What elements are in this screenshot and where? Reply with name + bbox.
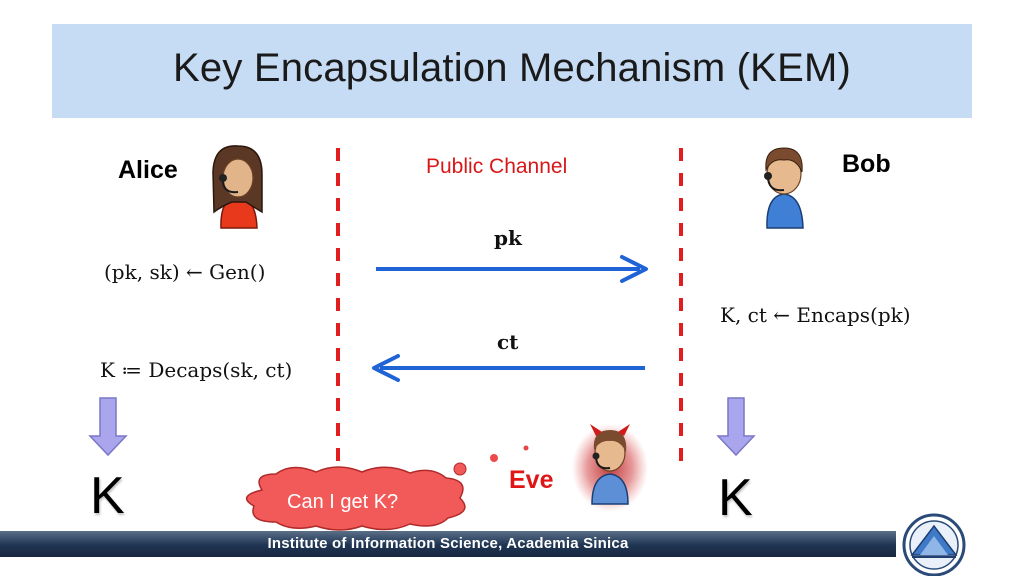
alice-avatar	[212, 145, 263, 229]
pk-arrow	[376, 255, 648, 283]
alice-decaps-formula: K ≔ Decaps(sk, ct)	[100, 358, 293, 382]
alice-key: K	[90, 467, 125, 525]
eve-avatar	[590, 424, 630, 505]
thought-dot-medium	[490, 454, 498, 462]
thought-dot-small	[523, 445, 529, 451]
page-title: Key Encapsulation Mechanism (KEM)	[173, 46, 851, 90]
ct-label: ct	[497, 330, 519, 354]
speech-cloud	[245, 466, 466, 531]
alice-gen-formula: (pk, sk) ← Gen()	[104, 260, 266, 284]
eve-question: Can I get K?	[287, 491, 399, 513]
title-band	[52, 24, 972, 118]
alice-down-arrow	[88, 397, 128, 457]
alice-label: Alice	[118, 156, 178, 184]
bob-label: Bob	[842, 150, 891, 178]
public-channel-label: Public Channel	[426, 155, 568, 178]
ct-arrow	[372, 354, 645, 382]
bob-encaps-formula: K, ct ← Encaps(pk)	[720, 303, 911, 327]
bob-key: K	[718, 469, 753, 527]
academia-sinica-logo	[902, 513, 966, 576]
thought-dot-large	[453, 462, 467, 476]
footer-bar	[0, 531, 896, 557]
eve-label: Eve	[509, 466, 554, 494]
footer-institution: Institute of Information Science, Academ…	[267, 535, 629, 552]
bob-down-arrow	[716, 397, 756, 457]
bob-avatar	[764, 147, 804, 229]
pk-label: pk	[494, 226, 522, 250]
